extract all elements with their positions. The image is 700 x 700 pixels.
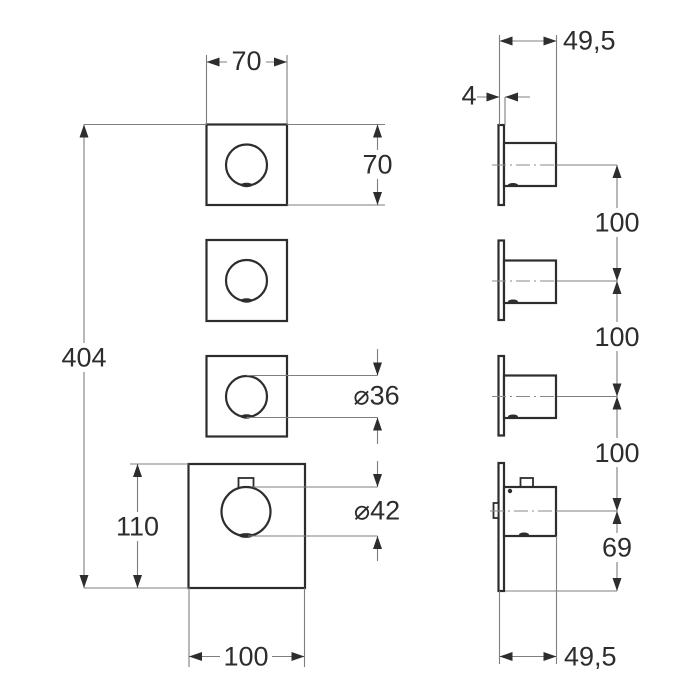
- label-spacing-2: 100: [594, 322, 639, 352]
- label-knob-diameter-small: ⌀36: [353, 381, 399, 411]
- label-module-height: 70: [362, 150, 392, 180]
- label-knob-diameter-large: ⌀42: [354, 496, 400, 526]
- thermostat-knob-indicator-mark: [239, 533, 253, 538]
- label-bottom-offset: 69: [602, 533, 632, 563]
- side-body-2: [502, 259, 558, 305]
- thermostat-knob: [220, 485, 272, 538]
- knob-2-indicator-mark: [240, 298, 253, 303]
- side-body-4-screw-mark: [519, 532, 529, 537]
- handle-knob-2: [224, 258, 269, 303]
- dimension-lines: [83, 35, 618, 667]
- side-body-1-screw-mark: [508, 183, 518, 187]
- side-body-2-screw-mark: [508, 299, 518, 304]
- dimension-arrowheads: [79, 36, 622, 661]
- side-body-3-screw-mark: [508, 414, 518, 419]
- label-spacing-1: 100: [594, 208, 639, 238]
- centerlines: [490, 164, 617, 512]
- handle-knob-3: [224, 374, 269, 419]
- side-body-4-dot: [507, 488, 513, 494]
- front-view: [187, 123, 307, 590]
- dimension-labels: 70 70 404 ⌀36 ⌀42 110 100 49,5 4 100 100…: [61, 26, 639, 672]
- label-depth-bottom: 49,5: [564, 642, 617, 672]
- side-view: [492, 123, 558, 593]
- label-backgrounds: [58, 46, 643, 671]
- label-total-height: 404: [61, 343, 106, 373]
- handle-knob-1: [224, 143, 269, 187]
- label-spacing-3: 100: [594, 438, 639, 468]
- label-plate-thickness: 4: [461, 81, 476, 111]
- label-depth-top: 49,5: [563, 26, 616, 56]
- label-base-height: 110: [116, 512, 159, 542]
- label-module-width: 70: [231, 46, 261, 76]
- label-base-width: 100: [223, 642, 268, 672]
- knob-1-indicator-mark: [240, 182, 253, 188]
